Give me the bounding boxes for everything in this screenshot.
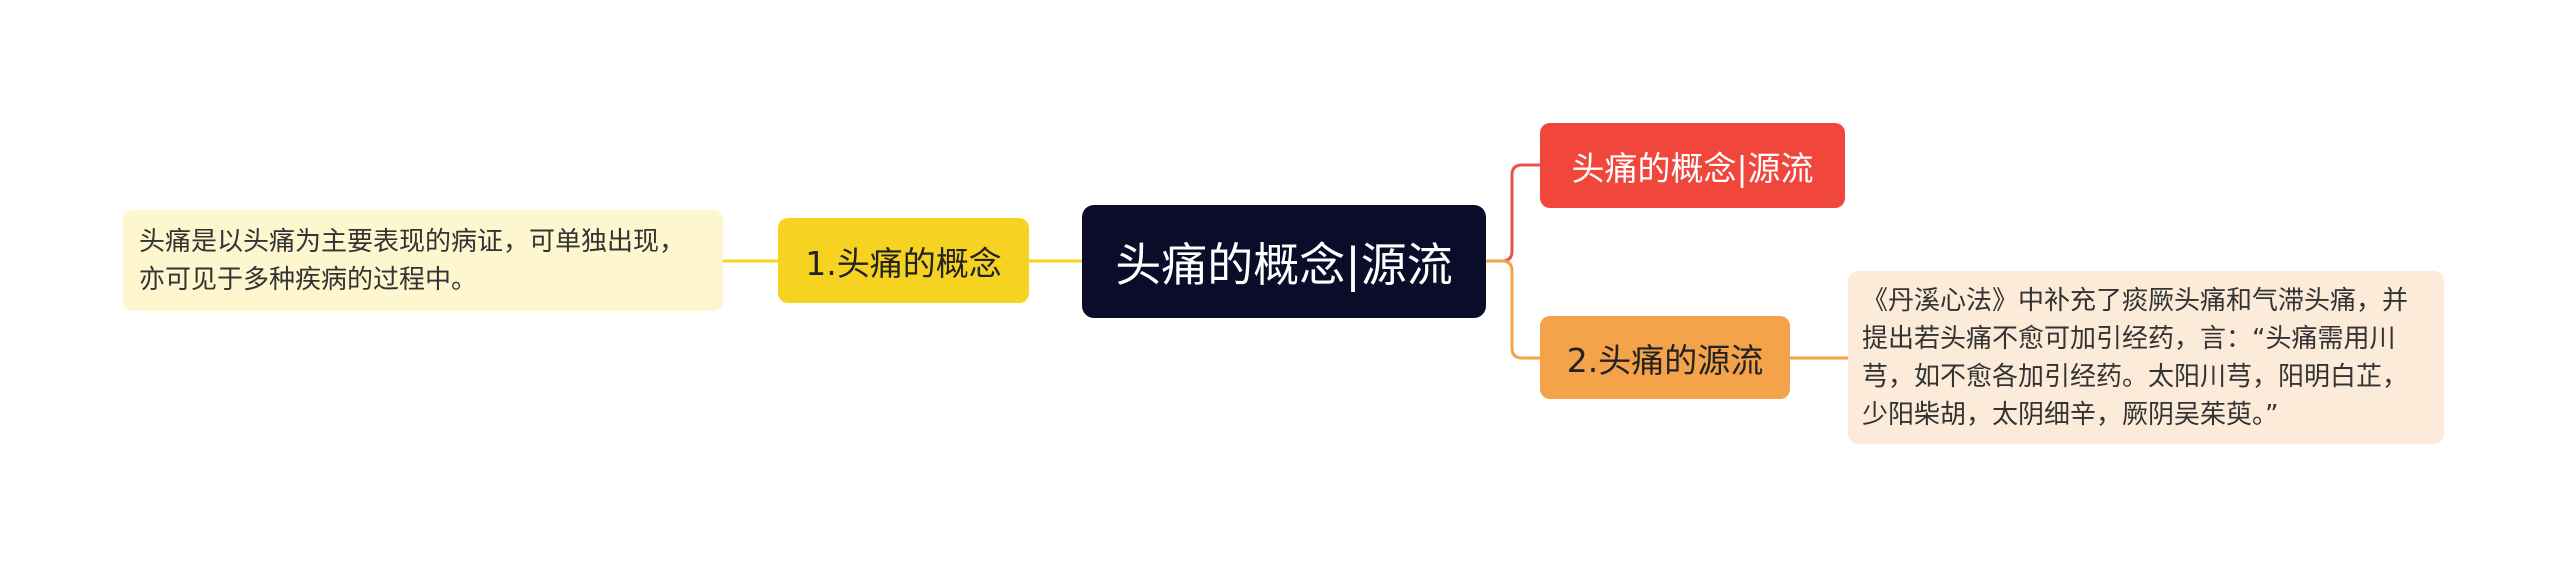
root-node-label: 头痛的概念|源流 (1115, 237, 1453, 292)
branch-node-origin-label: 2.头痛的源流 (1566, 340, 1764, 380)
link-root-to-bottom-branch (1486, 259, 1540, 360)
root-node[interactable]: 头痛的概念|源流 (1082, 205, 1486, 318)
branch-node-title-label: 头痛的概念|源流 (1571, 148, 1814, 188)
leaf-node-concept-text: 头痛是以头痛为主要表现的病证，可单独出现，亦可见于多种疾病的过程中。 (139, 226, 686, 295)
branch-node-origin[interactable]: 2.头痛的源流 (1540, 316, 1790, 399)
leaf-node-origin-text: 《丹溪心法》中补充了痰厥头痛和气滞头痛，并提出若头痛不愈可加引经药，言：“头痛需… (1862, 285, 2409, 430)
branch-node-title[interactable]: 头痛的概念|源流 (1540, 123, 1845, 208)
leaf-node-concept-detail[interactable]: 头痛是以头痛为主要表现的病证，可单独出现，亦可见于多种疾病的过程中。 (123, 210, 723, 311)
leaf-node-origin-detail[interactable]: 《丹溪心法》中补充了痰厥头痛和气滞头痛，并提出若头痛不愈可加引经药，言：“头痛需… (1848, 271, 2444, 444)
link-root-to-top-branch (1486, 163, 1540, 263)
branch-node-concept[interactable]: 1.头痛的概念 (778, 218, 1029, 303)
branch-node-concept-label: 1.头痛的概念 (805, 243, 1002, 283)
